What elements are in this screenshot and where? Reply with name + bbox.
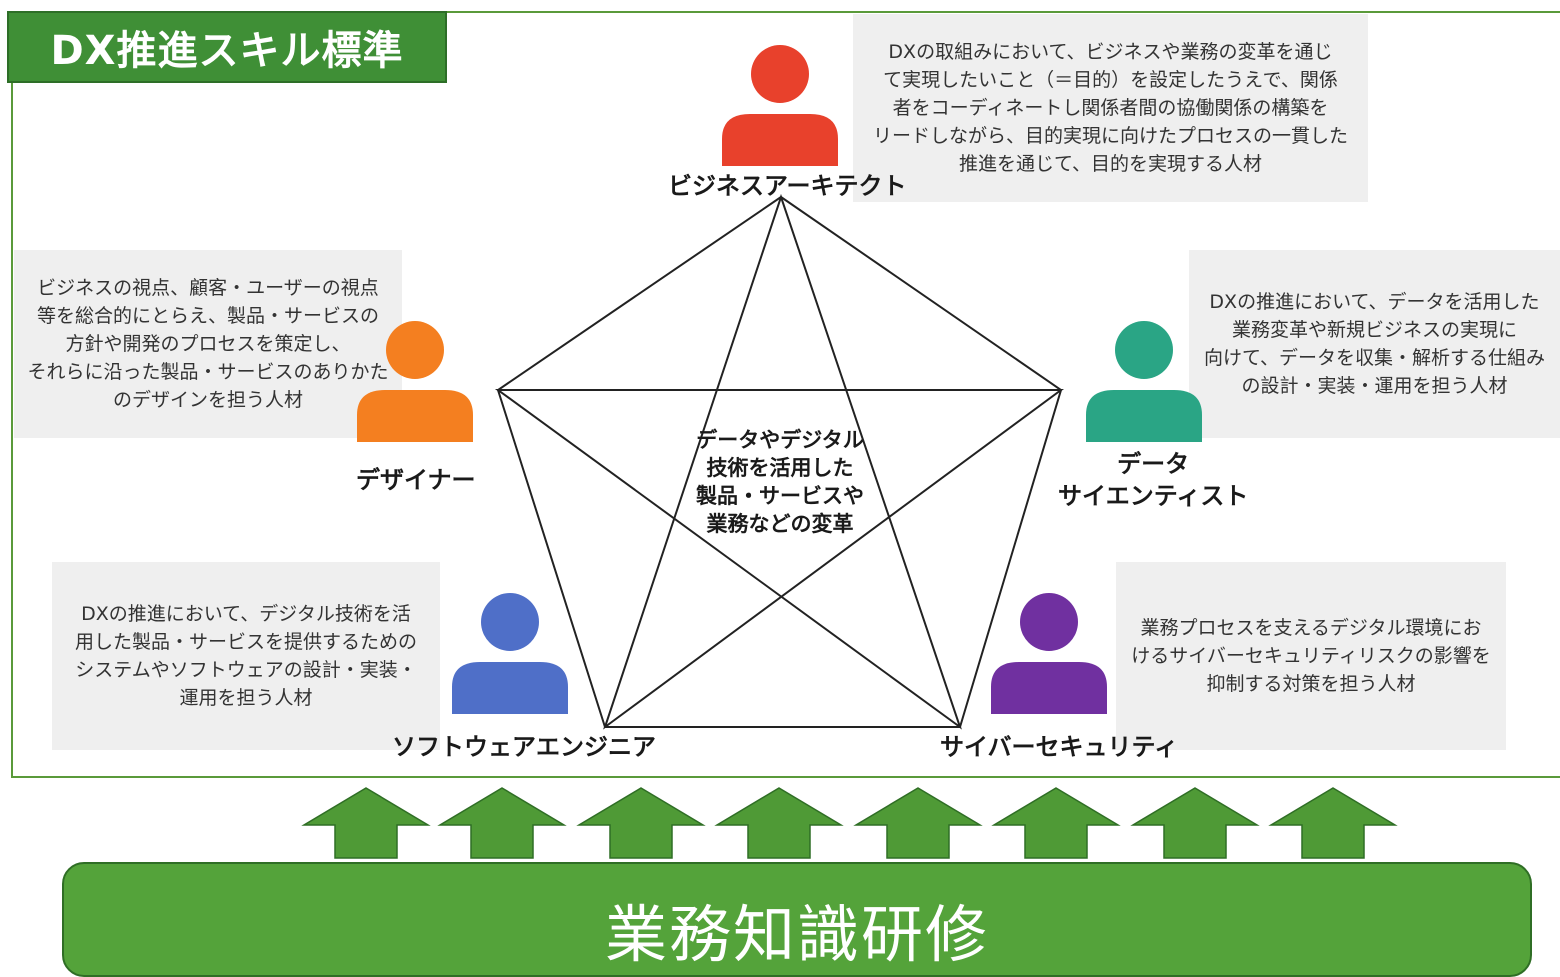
up-arrow-1	[301, 787, 431, 859]
up-arrow-3	[576, 787, 706, 859]
cyber-security-label: サイバーセキュリティ	[940, 733, 1179, 761]
business-architect-description: DXの取組みにおいて、ビジネスや業務の変革を通じ て実現したいこと（＝目的）を設…	[853, 14, 1368, 202]
data-scientist-person-icon	[1086, 321, 1202, 442]
star-lines	[494, 193, 1065, 730]
up-arrow-4	[714, 787, 844, 859]
center-transformation-text: データやデジタル 技術を活用した 製品・サービスや 業務などの変革	[696, 428, 864, 536]
designer-description: ビジネスの視点、顧客・ユーザーの視点 等を総合的にとらえ、製品・サービスの 方針…	[14, 250, 402, 438]
base-label: 業務知識研修	[604, 898, 989, 971]
designer-label: デザイナー	[356, 466, 476, 494]
business-architect-person-icon	[722, 45, 838, 166]
software-engineer-person-icon	[452, 593, 568, 714]
support-arrows	[301, 787, 1398, 859]
cyber-security-description: 業務プロセスを支えるデジタル環境にお けるサイバーセキュリティリスクの影響を 抑…	[1116, 562, 1506, 750]
data-scientist-description: DXの推進において、データを活用した 業務変革や新規ビジネスの実現に 向けて、デ…	[1189, 250, 1560, 438]
data-scientist-label: データ サイエンティスト	[1058, 450, 1249, 510]
pentagon-outline	[496, 195, 1063, 728]
up-arrow-5	[853, 787, 983, 859]
up-arrow-2	[437, 787, 567, 859]
business-knowledge-training-bar: 業務知識研修	[62, 862, 1532, 977]
business-architect-label: ビジネスアーキテクト	[668, 172, 907, 200]
up-arrow-7	[1130, 787, 1260, 859]
software-engineer-label: ソフトウェアエンジニア	[392, 733, 656, 761]
skill-pentagram	[494, 193, 1065, 730]
designer-person-icon	[357, 321, 473, 442]
up-arrow-6	[991, 787, 1121, 859]
software-engineer-description: DXの推進において、デジタル技術を活 用した製品・サービスを提供するための シス…	[52, 562, 440, 750]
page-title: DX推進スキル標準	[7, 11, 447, 83]
cyber-security-person-icon	[991, 593, 1107, 714]
up-arrow-8	[1268, 787, 1398, 859]
